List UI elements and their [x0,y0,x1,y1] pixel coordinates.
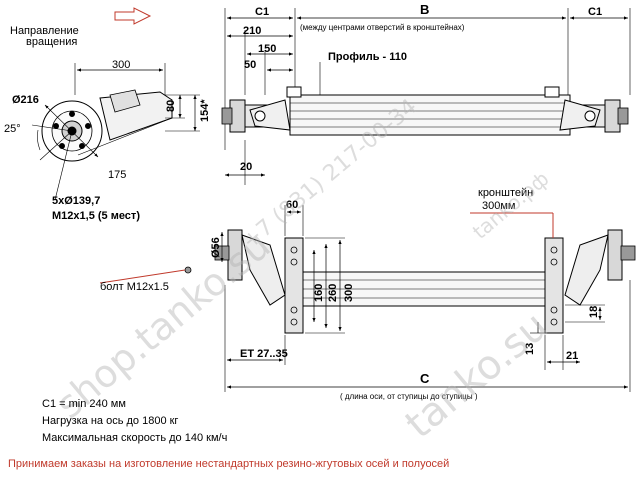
hub-angle-25: 25° [4,123,21,135]
front-dim-13: 13 [524,343,536,355]
hub-dim-154: 154* [199,99,211,122]
top-dim-150: 150 [258,43,276,55]
top-view-axle [221,8,631,185]
hub-dim-80: 80 [165,100,177,112]
hub-dim-216: Ø216 [12,94,39,106]
rotation-label-2: вращения [26,36,77,48]
front-dim-300: 300 [343,284,355,302]
front-dim-260: 260 [327,284,339,302]
rotation-label-1: Направление [10,25,79,37]
front-bolt-note: болт М12x1.5 [100,281,169,293]
note-speed: Максимальная скорость до 140 км/ч [42,432,228,444]
rotation-arrow-icon [114,7,152,25]
footer-order-note: Принимаем заказы на изготовление нестанд… [8,458,450,470]
note-c1: C1 = min 240 мм [42,398,126,410]
hub-thread: М12x1,5 (5 мест) [52,210,140,222]
front-view-axle [184,205,636,392]
top-dim-20: 20 [240,161,252,173]
front-dim-56: Ø56 [210,237,222,258]
watermark-rf: tanko.рф [468,167,554,244]
bolt-leader-line [99,269,186,284]
front-bracket-note-1: кронштейн [478,187,533,199]
hub-bolt-pattern: 5xØ139,7 [52,195,100,207]
front-dim-18: 18 [588,306,600,318]
top-profile: Профиль - 110 [328,51,407,63]
front-c-label: C [420,371,430,386]
top-c1-right: C1 [588,6,602,18]
front-dim-21: 21 [566,350,578,362]
front-dim-60: 60 [286,199,298,211]
front-et: ET 27..35 [240,348,288,360]
front-bracket-note-2: 300мм [482,200,515,212]
note-load: Нагрузка на ось до 1800 кг [42,415,179,427]
front-c-note: ( длина оси, от ступицы до ступицы ) [340,392,478,401]
hub-side-view [31,63,200,201]
top-b-label: B [420,2,429,17]
top-c1-left: C1 [255,6,269,18]
hub-dim-175: 175 [108,169,126,181]
top-dim-50: 50 [244,59,256,71]
hub-dim-300: 300 [112,59,130,71]
watermark-shop: shop.tanko.su [48,223,279,427]
front-dim-160: 160 [313,284,325,302]
top-dim-210: 210 [243,25,261,37]
top-b-note: (между центрами отверстий в кронштейнах) [300,23,465,32]
